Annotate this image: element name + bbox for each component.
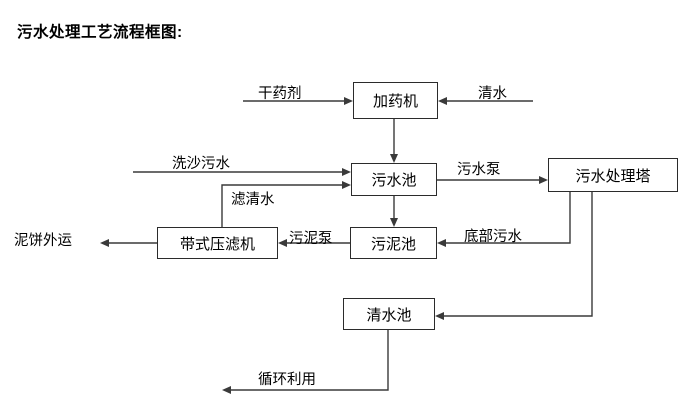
arrowhead-dosing-to-sewage bbox=[390, 154, 398, 163]
page-title: 污水处理工艺流程框图: bbox=[17, 24, 183, 41]
edge-label-clean-water: 清水 bbox=[478, 86, 507, 102]
edge-label-recycle-use: 循环利用 bbox=[258, 372, 316, 388]
arrowhead-clean-water bbox=[438, 97, 447, 105]
edge-label-dry-agent: 干药剂 bbox=[258, 86, 302, 102]
arrowhead-sludge-pump bbox=[278, 239, 287, 247]
arrowhead-sewage-pump bbox=[539, 176, 548, 184]
node-sludge-pool[interactable]: 污泥池 bbox=[350, 227, 437, 259]
arrowhead-sewage-to-sludge bbox=[390, 218, 398, 227]
arrowhead-recycle bbox=[222, 386, 231, 394]
node-dosing-machine-label: 加药机 bbox=[372, 94, 418, 110]
node-sewage-pool-label: 污水池 bbox=[371, 173, 417, 189]
node-belt-filter-press-label: 带式压滤机 bbox=[179, 236, 255, 253]
wire-bottom-sewage bbox=[443, 192, 571, 244]
wire-recycle bbox=[228, 330, 389, 391]
edge-label-sewage-pump: 污水泵 bbox=[457, 162, 501, 178]
node-sludge-pool-label: 污泥池 bbox=[370, 236, 416, 253]
node-belt-filter-press[interactable]: 带式压滤机 bbox=[157, 227, 278, 259]
edge-label-filtrate-water: 滤清水 bbox=[231, 192, 275, 208]
wire-tower-to-clear-water bbox=[441, 192, 593, 317]
node-dosing-machine[interactable]: 加药机 bbox=[353, 82, 438, 119]
arrowhead-filtrate bbox=[342, 181, 351, 189]
node-treatment-tower-label: 污水处理塔 bbox=[575, 168, 651, 185]
edge-label-mud-cake-out: 泥饼外运 bbox=[14, 233, 72, 249]
arrowhead-dry-agent bbox=[344, 97, 353, 105]
edge-label-sludge-pump: 污泥泵 bbox=[289, 231, 333, 247]
arrowhead-bottom-sewage bbox=[437, 239, 446, 247]
edge-label-bottom-sewage: 底部污水 bbox=[464, 229, 522, 245]
node-sewage-pool[interactable]: 污水池 bbox=[351, 163, 437, 196]
arrowhead-tower-to-clear-water bbox=[435, 312, 444, 320]
arrowhead-sand-wash bbox=[342, 168, 351, 176]
edge-label-sand-wash-sewage: 洗沙污水 bbox=[172, 156, 230, 172]
node-clear-water-pool[interactable]: 清水池 bbox=[343, 298, 435, 330]
wire-filtrate bbox=[221, 184, 345, 227]
arrowhead-mud-cake bbox=[100, 239, 109, 247]
node-clear-water-pool-label: 清水池 bbox=[366, 307, 412, 324]
node-treatment-tower[interactable]: 污水处理塔 bbox=[548, 158, 678, 192]
